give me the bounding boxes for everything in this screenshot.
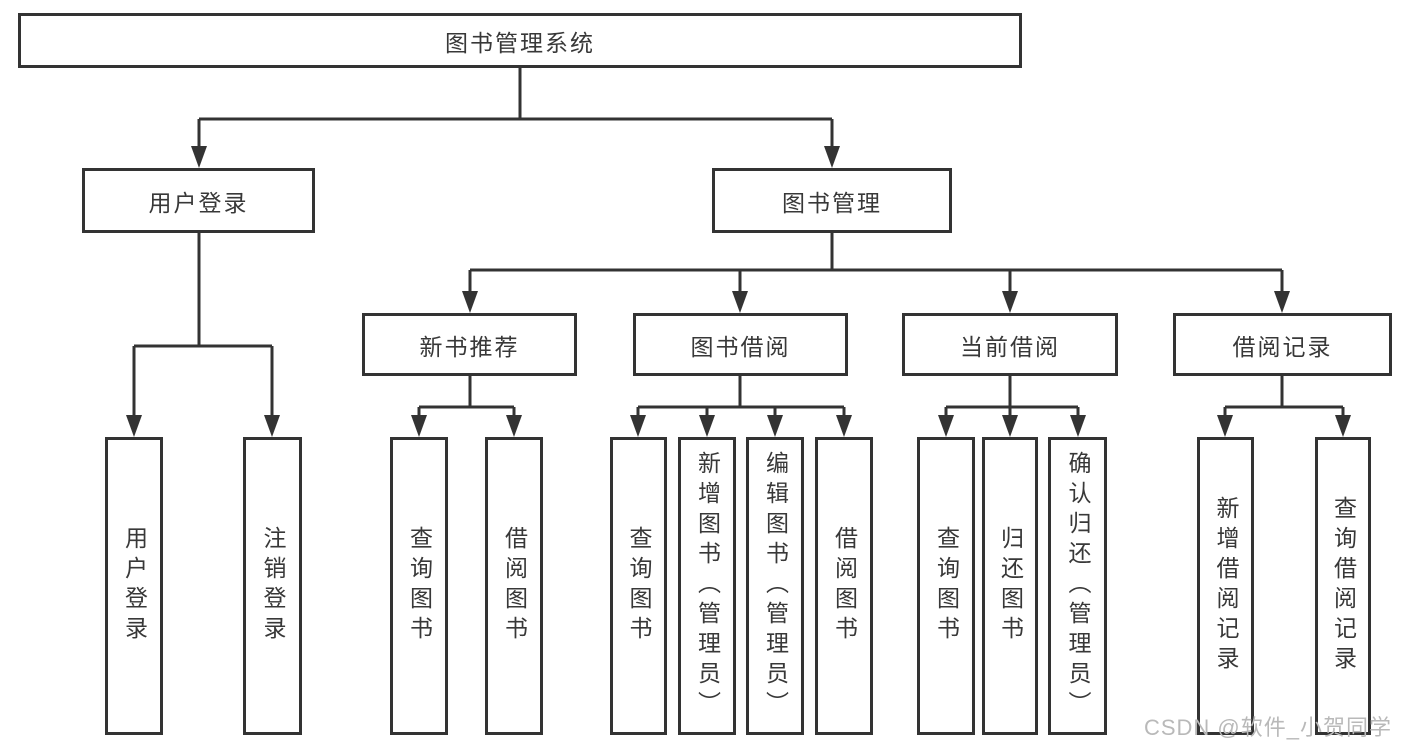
connector-user-login-children bbox=[126, 233, 280, 437]
node-borrowing-records: 借阅记录 bbox=[1173, 313, 1392, 376]
arrowhead bbox=[630, 415, 646, 437]
arrowhead bbox=[1217, 415, 1233, 437]
node-library-management-system: 图书管理系统 bbox=[18, 13, 1022, 68]
leaf-query-books-1: 查询图书 bbox=[390, 437, 448, 735]
leaf-add-borrow-record: 新增借阅记录 bbox=[1197, 437, 1254, 735]
node-book-management: 图书管理 bbox=[712, 168, 952, 233]
arrowhead bbox=[767, 415, 783, 437]
node-label: 借阅记录 bbox=[1232, 333, 1333, 360]
node-label: 查询图书 bbox=[406, 526, 433, 646]
node-label: 编辑图书（管理员） bbox=[762, 451, 789, 721]
leaf-edit-book-admin: 编辑图书（管理员） bbox=[746, 437, 804, 735]
node-label: 确认归还（管理员） bbox=[1065, 451, 1091, 721]
arrowhead bbox=[1002, 291, 1018, 313]
arrowhead bbox=[836, 415, 852, 437]
leaf-query-books-3: 查询图书 bbox=[917, 437, 975, 735]
arrowhead bbox=[411, 415, 427, 437]
node-label: 归还图书 bbox=[997, 526, 1024, 646]
connector-new-book-children bbox=[411, 376, 522, 437]
node-label: 查询图书 bbox=[626, 526, 652, 646]
node-label: 借阅图书 bbox=[831, 526, 858, 646]
node-label: 用户登录 bbox=[148, 189, 249, 216]
node-current-borrowing: 当前借阅 bbox=[902, 313, 1118, 376]
node-label: 图书管理系统 bbox=[445, 29, 595, 56]
leaf-return-book: 归还图书 bbox=[982, 437, 1038, 735]
node-user-login: 用户登录 bbox=[82, 168, 315, 233]
node-label: 注销登录 bbox=[260, 526, 286, 646]
arrowhead bbox=[506, 415, 522, 437]
arrowhead bbox=[732, 291, 748, 313]
arrowhead bbox=[1274, 291, 1290, 313]
leaf-borrow-books-2: 借阅图书 bbox=[815, 437, 873, 735]
node-label: 查询图书 bbox=[933, 526, 960, 646]
arrowhead bbox=[699, 415, 715, 437]
leaf-confirm-return-admin: 确认归还（管理员） bbox=[1048, 437, 1107, 735]
arrowhead bbox=[1070, 415, 1086, 437]
leaf-query-borrow-record: 查询借阅记录 bbox=[1315, 437, 1371, 735]
arrowhead bbox=[824, 146, 840, 168]
leaf-add-book-admin: 新增图书（管理员） bbox=[678, 437, 736, 735]
leaf-query-books-2: 查询图书 bbox=[610, 437, 667, 735]
connector-book-borrowing-children bbox=[630, 376, 852, 437]
node-label: 新增借阅记录 bbox=[1213, 496, 1239, 676]
node-new-book-recommend: 新书推荐 bbox=[362, 313, 577, 376]
node-book-borrowing: 图书借阅 bbox=[633, 313, 848, 376]
connector-borrowing-records-children bbox=[1217, 376, 1351, 437]
connector-book-management-children bbox=[462, 233, 1290, 313]
arrowhead bbox=[1002, 415, 1018, 437]
arrowhead bbox=[191, 146, 207, 168]
node-label: 借阅图书 bbox=[501, 526, 528, 646]
node-label: 新增图书（管理员） bbox=[694, 451, 721, 721]
leaf-logout: 注销登录 bbox=[243, 437, 302, 735]
node-label: 图书管理 bbox=[782, 189, 882, 216]
connector-root-to-level2 bbox=[191, 68, 840, 168]
node-label: 新书推荐 bbox=[419, 333, 520, 360]
arrowhead bbox=[126, 415, 142, 437]
arrowhead bbox=[462, 291, 478, 313]
arrowhead bbox=[264, 415, 280, 437]
watermark-text: CSDN @软件_小贺同学 bbox=[1143, 715, 1392, 740]
node-label: 图书借阅 bbox=[690, 333, 791, 360]
arrowhead bbox=[938, 415, 954, 437]
node-label: 用户登录 bbox=[121, 526, 148, 646]
node-label: 当前借阅 bbox=[960, 333, 1060, 360]
leaf-user-login: 用户登录 bbox=[105, 437, 163, 735]
arrowhead bbox=[1335, 415, 1351, 437]
leaf-borrow-books-1: 借阅图书 bbox=[485, 437, 543, 735]
connector-current-borrowing-children bbox=[938, 376, 1086, 437]
node-label: 查询借阅记录 bbox=[1330, 496, 1357, 676]
